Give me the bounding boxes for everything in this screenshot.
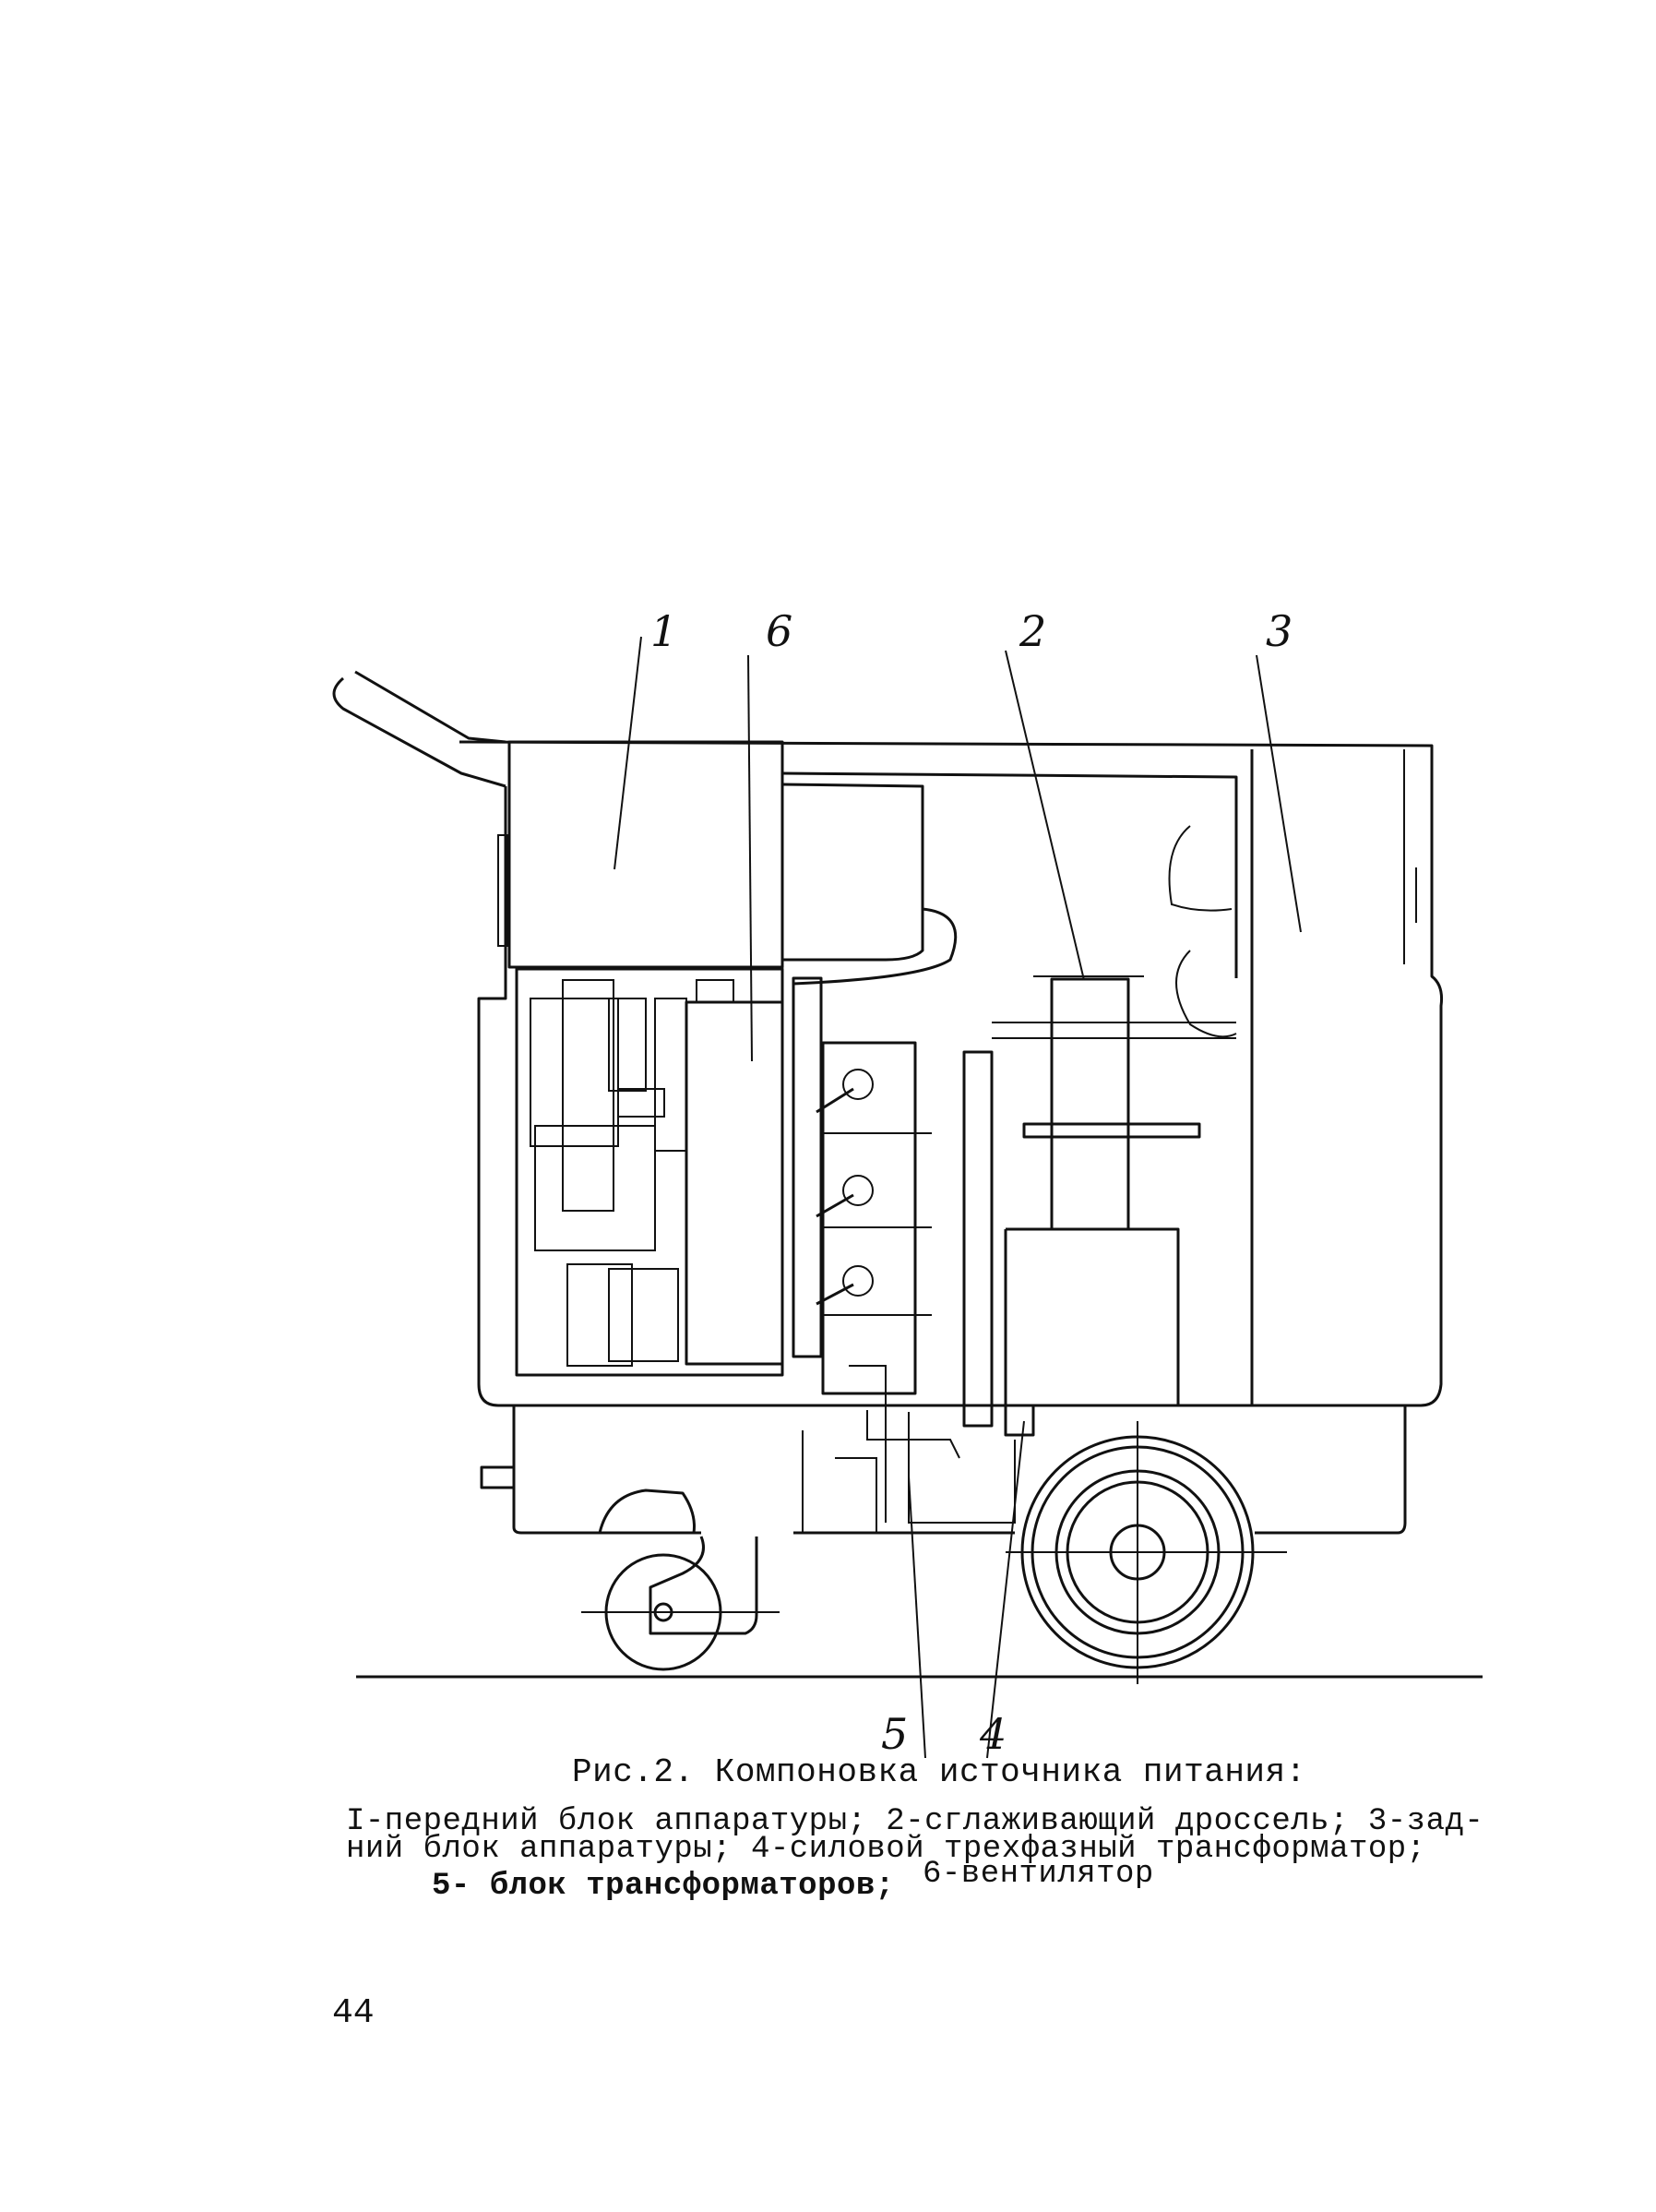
block-1-edge <box>497 834 508 947</box>
three-phase-transformer <box>1004 1227 1180 1437</box>
handle <box>332 670 506 788</box>
front-caster-wheel <box>581 1536 780 1671</box>
front-latch <box>480 1465 516 1489</box>
label-2: 2 <box>1019 606 1046 656</box>
label-3: 3 <box>1266 606 1293 656</box>
air-duct <box>781 771 1238 986</box>
figure-caption-title: Рис.2. Компоновка источника питания: <box>572 1753 1306 1791</box>
figure-caption-line-2: ний блок аппаратуры; 4-силовой трехфазны… <box>346 1832 1426 1867</box>
label-5: 5 <box>881 1709 908 1759</box>
chassis <box>512 1405 1407 1535</box>
figure-caption-line-3a: 5- блок трансформаторов; <box>432 1869 895 1904</box>
figure-caption-line-3b: 6-вентилятор <box>923 1857 1154 1892</box>
lower-mechanism <box>802 1410 960 1532</box>
label-1: 1 <box>650 606 677 656</box>
page-number: 44 <box>332 1993 375 2033</box>
transformer-block <box>792 976 1016 1524</box>
duct-bends <box>1168 825 1237 1038</box>
smoothing-choke <box>992 975 1236 1231</box>
front-compartment-components <box>515 967 784 1377</box>
step-foot <box>598 1489 696 1534</box>
block-3-edge <box>1403 749 1417 964</box>
rear-wheel <box>1006 1421 1287 1684</box>
leader-lines <box>614 636 1302 1759</box>
body-outline <box>459 740 1443 1407</box>
figure-caption-line-1: I-передний блок аппаратуры; 2-сглаживающ… <box>346 1804 1484 1839</box>
front-equipment-block <box>507 740 784 969</box>
label-6: 6 <box>766 606 792 656</box>
fan-block <box>685 1000 784 1366</box>
label-4: 4 <box>979 1709 1007 1759</box>
